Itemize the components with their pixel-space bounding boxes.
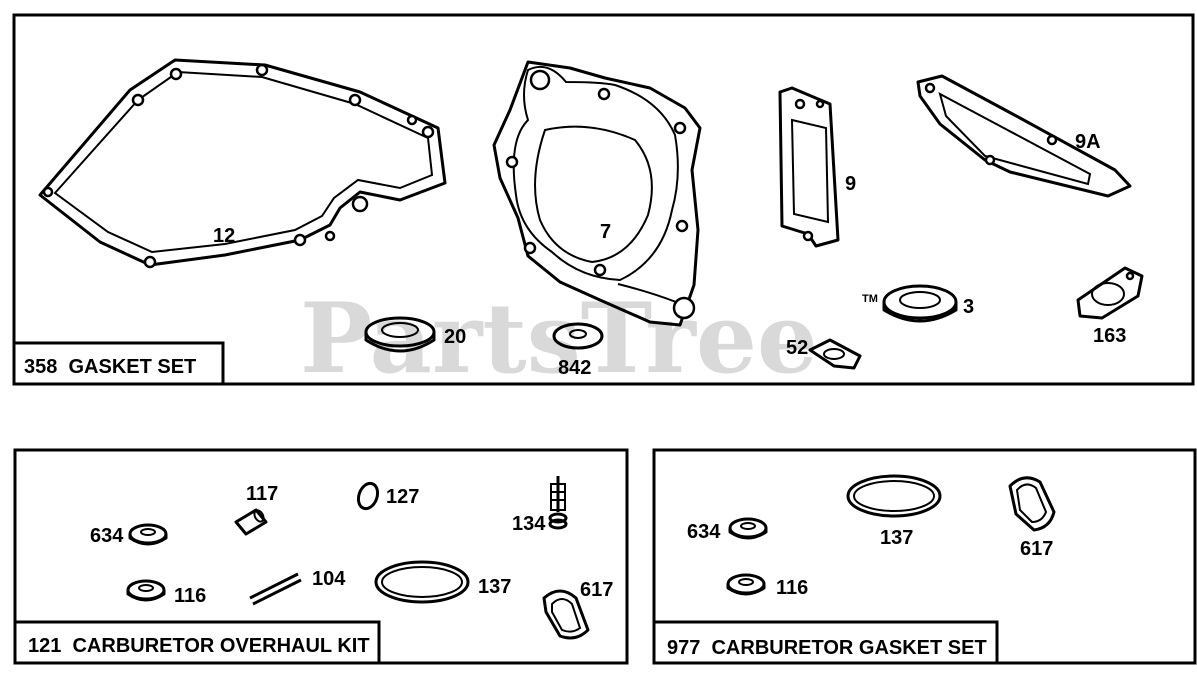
- callout-127: 127: [386, 486, 419, 508]
- callout-104: 104: [312, 568, 346, 590]
- callout-12: 12: [213, 225, 235, 247]
- gasket-part-52: [808, 338, 862, 370]
- carb-gasket-set-panel: 977 CARBURETOR GASKET SET 634 137 617 11…: [652, 448, 1197, 665]
- carb-overhaul-frame: [13, 448, 629, 665]
- gasket-ring-part-137-set: [846, 474, 942, 518]
- washer-part-116: [126, 579, 166, 602]
- washer-part-842: [552, 322, 604, 350]
- needle-valve-part-134: [548, 476, 568, 530]
- callout-116-set: 116: [776, 577, 808, 599]
- gasket-set-panel: 358 GASKET SET 12: [12, 13, 1195, 386]
- bushing-part-117: [234, 508, 268, 536]
- callout-163: 163: [1093, 325, 1126, 347]
- carb-overhaul-kit-panel: 121 CARBURETOR OVERHAUL KIT 634 117 127 …: [13, 448, 629, 665]
- callout-617: 617: [580, 579, 613, 601]
- gasket-part-163: [1076, 266, 1144, 320]
- gasket-set-frame: [12, 13, 1195, 386]
- gasket-set-title: 358 GASKET SET: [24, 356, 196, 378]
- callout-137-set: 137: [880, 527, 913, 549]
- washer-part-634: [128, 523, 168, 546]
- callout-634: 634: [90, 525, 124, 547]
- watermark-tm: TM: [862, 293, 878, 305]
- callout-9: 9: [845, 173, 856, 195]
- gasket-set-title-box: [12, 341, 225, 386]
- crankcase-gasket-part-12: [38, 58, 447, 269]
- washer-part-116-set: [726, 573, 766, 596]
- callout-842: 842: [558, 357, 591, 379]
- callout-52: 52: [786, 337, 808, 359]
- callout-3: 3: [963, 296, 974, 318]
- callout-137: 137: [478, 576, 511, 598]
- gasket-part-617: [542, 589, 590, 640]
- breather-gasket-part-9a: [916, 74, 1132, 198]
- washer-part-634-set: [728, 517, 768, 540]
- callout-634-set: 634: [687, 521, 721, 543]
- carb-gasket-title-box: [652, 620, 999, 665]
- gasket-part-617-set: [1008, 476, 1056, 532]
- intake-gasket-part-9: [778, 86, 840, 248]
- carb-overhaul-title: 121 CARBURETOR OVERHAUL KIT: [28, 635, 370, 657]
- callout-7: 7: [600, 221, 611, 243]
- oil-seal-part-20: [364, 316, 436, 353]
- callout-134: 134: [512, 513, 546, 535]
- callout-116: 116: [174, 585, 206, 607]
- watermark: PartsTree: [300, 282, 818, 395]
- o-ring-part-127: [356, 481, 380, 511]
- callout-20: 20: [444, 326, 466, 348]
- callout-9a: 9A: [1075, 131, 1101, 153]
- carb-overhaul-title-box: [13, 620, 381, 665]
- oil-seal-part-3: [882, 284, 958, 323]
- gasket-ring-part-137: [374, 560, 470, 604]
- carb-gasket-title: 977 CARBURETOR GASKET SET: [667, 637, 987, 659]
- callout-117: 117: [246, 483, 278, 505]
- pin-part-104: [249, 572, 302, 606]
- callout-617-set: 617: [1020, 538, 1053, 560]
- head-gasket-part-7: [492, 60, 702, 327]
